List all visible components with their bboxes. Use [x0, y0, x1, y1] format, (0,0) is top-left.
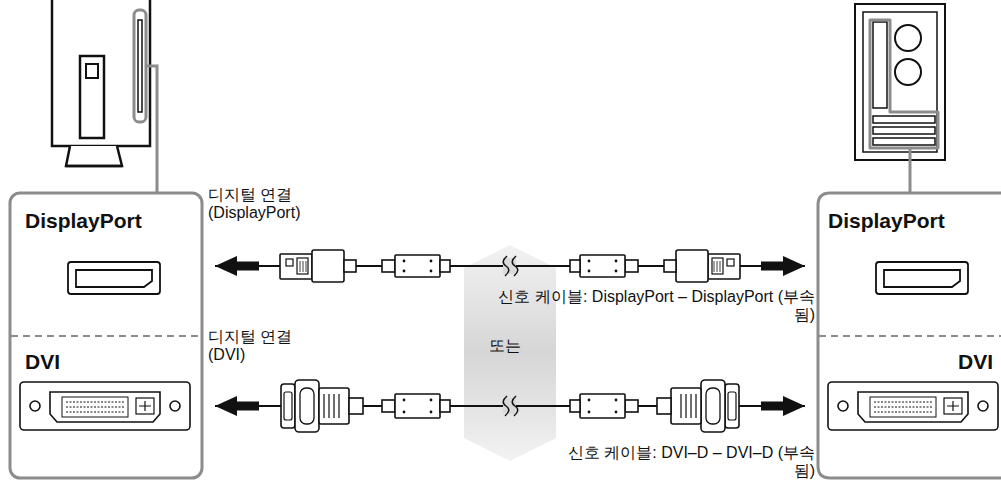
pc-leader	[909, 148, 912, 193]
connector-section: DisplayPort	[818, 193, 1001, 336]
connector-section: DisplayPort	[10, 193, 202, 336]
divider	[819, 335, 1001, 337]
monitor-leader	[146, 66, 157, 193]
divider	[11, 335, 201, 337]
dvi-cable	[281, 380, 739, 432]
port-name: DVI	[958, 350, 993, 374]
cable-break	[503, 256, 518, 416]
cable-label: 신호 케이블: DisplayPort – DisplayPort (부속됨)	[479, 288, 815, 324]
port-name: DVI	[25, 350, 60, 374]
cable-label: 신호 케이블: DVI–D – DVI–D (부속됨)	[548, 444, 815, 480]
port-name: DisplayPort	[25, 209, 142, 233]
connection-note: 디지털 연결 (DisplayPort)	[208, 186, 388, 222]
monitor-back	[52, 0, 150, 166]
connector-section: DVI	[818, 336, 1001, 478]
connector-section: DVI	[10, 336, 202, 478]
port-name: DisplayPort	[828, 209, 945, 233]
connection-note: 또는	[489, 337, 521, 355]
pc-tower	[855, 4, 945, 160]
or-band	[464, 245, 556, 461]
pc-panel	[818, 193, 1001, 478]
connection-note: 디지털 연결 (DVI)	[208, 328, 333, 364]
displayport-cable	[280, 250, 740, 282]
monitor-panel	[10, 193, 202, 478]
